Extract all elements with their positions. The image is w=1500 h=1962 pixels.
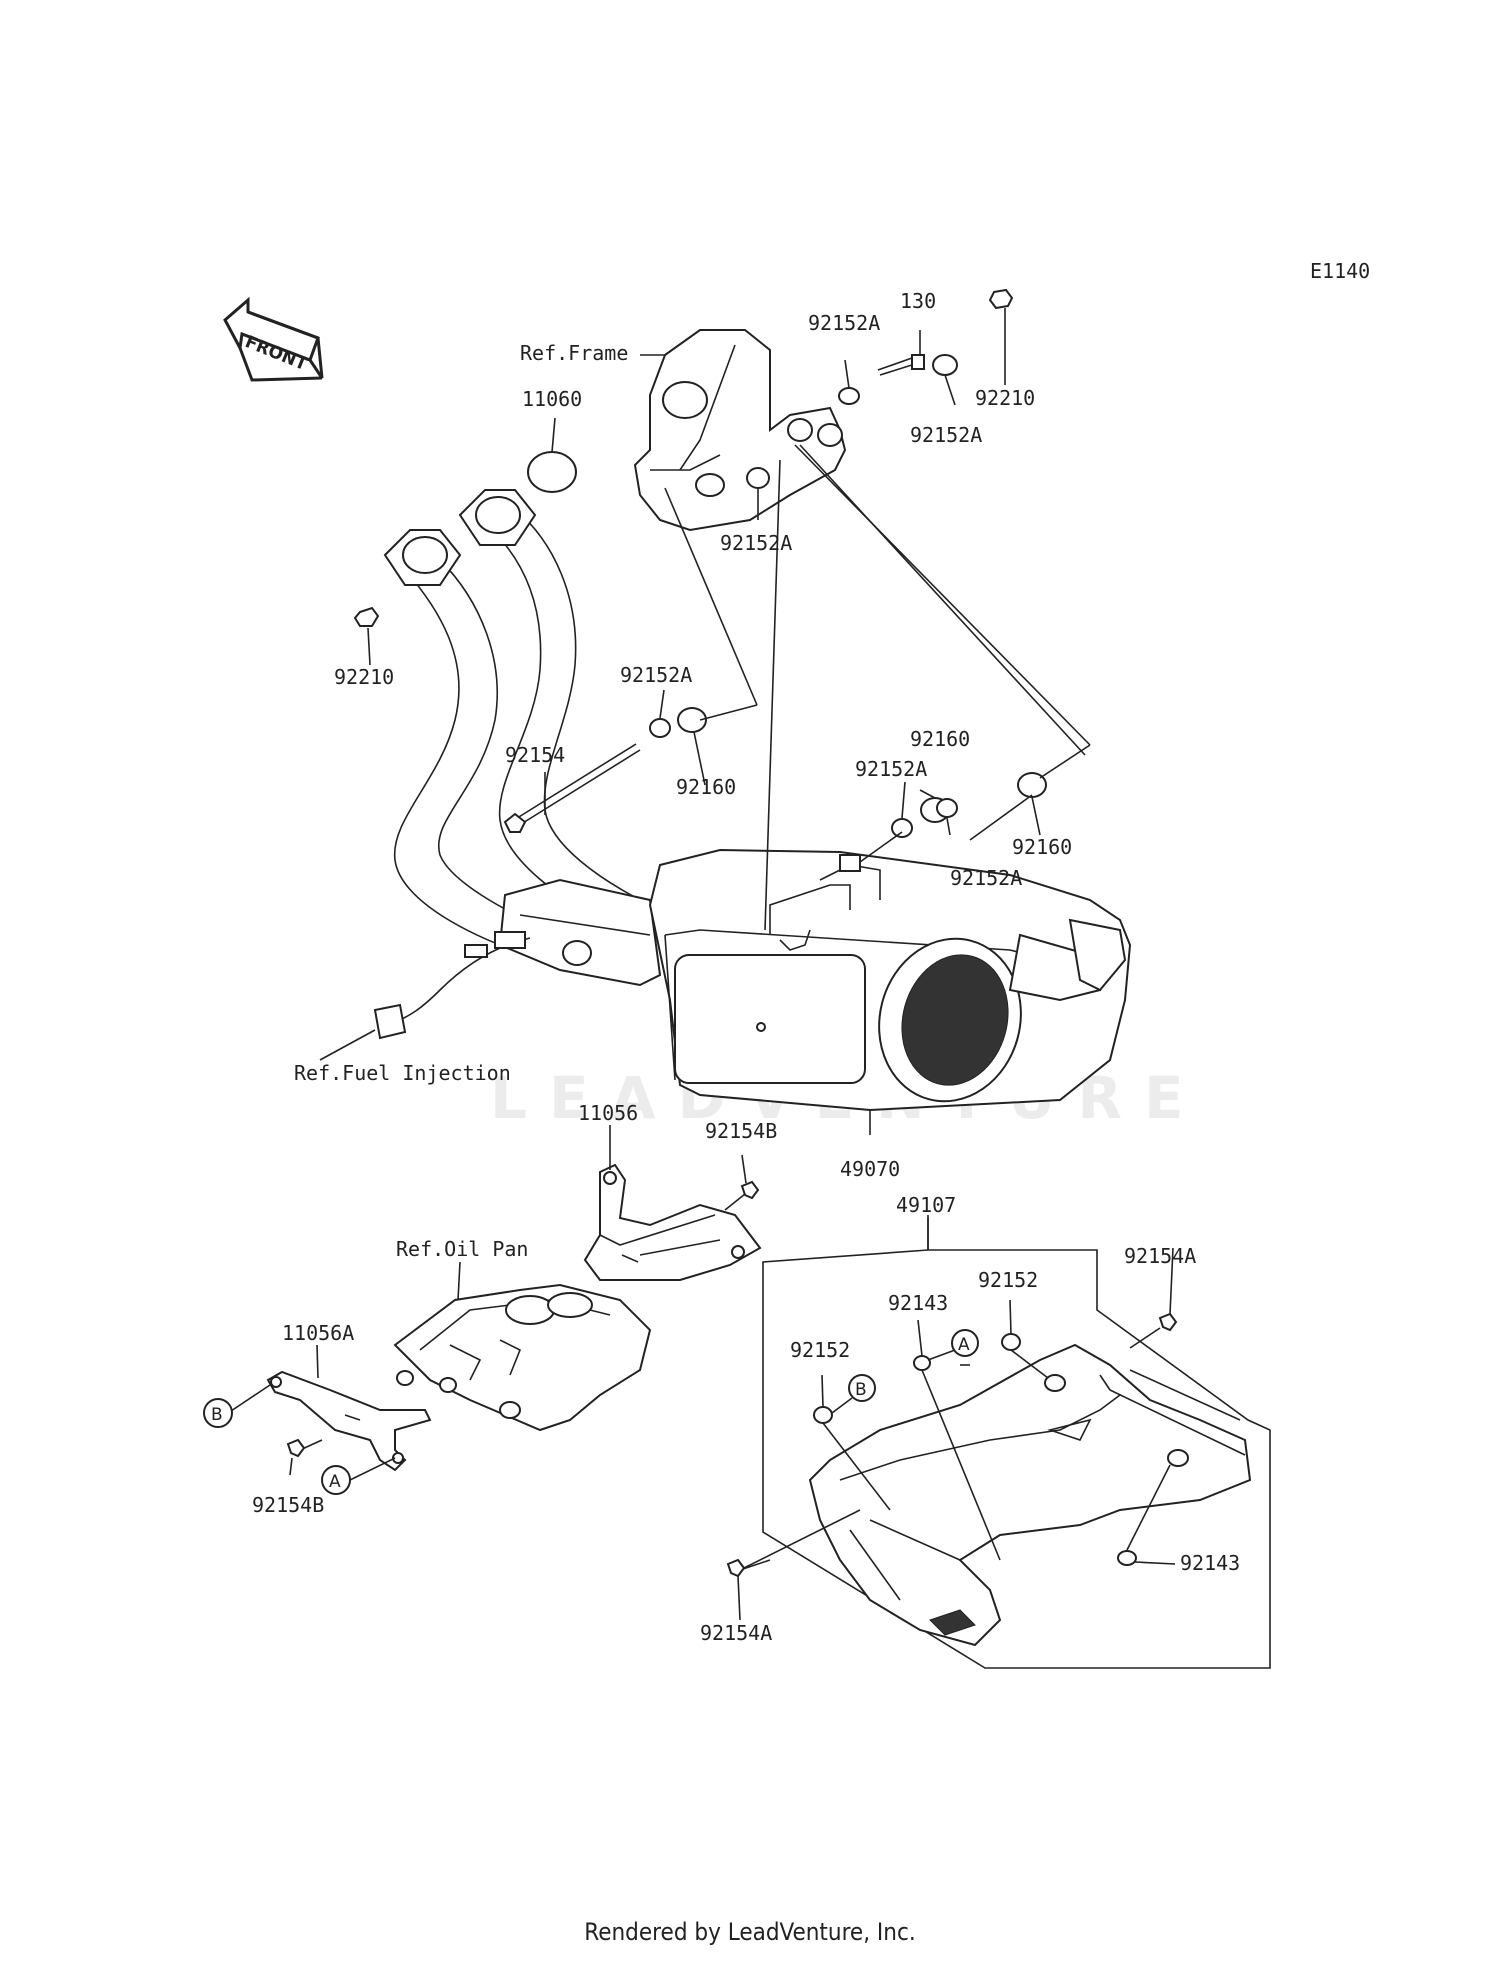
part-label-11060: 11060 (522, 387, 582, 411)
gasket-11060 (527, 451, 577, 493)
screw-92154A-top (1129, 1312, 1178, 1349)
part-label-92154A-bottom: 92154A (700, 1621, 772, 1645)
part-label-11056A: 11056A (282, 1321, 354, 1345)
ref-frame-label: Ref.Frame (520, 341, 628, 365)
leader-lines-lower-left (227, 1125, 747, 1481)
washer-92152A-a (649, 718, 671, 738)
oxygen-sensor (373, 931, 531, 1040)
frame-bracket (633, 329, 847, 532)
washer-92152A-top (838, 387, 860, 405)
part-label-92152A-right: 92152A (910, 423, 982, 447)
undercowl-49107-box (762, 1218, 1271, 1669)
exhaust-header-pipes (383, 489, 662, 987)
ref-oil-pan-label: Ref.Oil Pan (396, 1237, 528, 1261)
callout-B-upper: B (848, 1374, 876, 1402)
footer-credit: Rendered by LeadVenture, Inc. (584, 1918, 916, 1946)
part-label-92143-a: 92143 (888, 1291, 948, 1315)
nut-92210-top (988, 288, 1014, 310)
screw-92154B-bottom (286, 1438, 323, 1458)
svg-text:B: B (211, 1405, 223, 1425)
screw-92154B-top (724, 1180, 760, 1211)
part-label-92160-a: 92160 (676, 775, 736, 799)
screw-92154A-bottom (726, 1558, 771, 1578)
part-label-92152A-top: 92152A (808, 311, 880, 335)
washer-92152A-right (932, 354, 958, 376)
leader-lines-top (319, 308, 1091, 1135)
part-label-92154B-bottom: 92154B (252, 1493, 324, 1517)
part-label-92154: 92154 (505, 743, 565, 767)
washer-92152A-c (936, 798, 958, 818)
callout-B-lower: B (203, 1398, 233, 1428)
part-label-92154B-top: 92154B (705, 1119, 777, 1143)
bracket-11056 (583, 1163, 762, 1281)
part-label-49107: 49107 (896, 1193, 956, 1217)
part-label-92152-b: 92152 (978, 1268, 1038, 1292)
callout-A-lower: A (321, 1465, 351, 1495)
nut-92210-left (353, 606, 380, 627)
part-label-92152A-mid: 92152A (720, 531, 792, 555)
svg-text:B: B (855, 1380, 867, 1400)
part-label-92160-c: 92160 (1012, 835, 1072, 859)
washer-92152A-b (891, 818, 913, 838)
undercowl-49107 (808, 1343, 1252, 1647)
nut-92152-b (1001, 1333, 1021, 1351)
svg-text:A: A (958, 1335, 970, 1355)
callout-A-upper: A (951, 1329, 979, 1357)
part-label-92154A-top: 92154A (1124, 1244, 1196, 1268)
part-label-92210-left: 92210 (334, 665, 394, 689)
svg-text:A: A (329, 1472, 341, 1492)
part-label-49070: 49070 (840, 1157, 900, 1181)
part-label-92143-b: 92143 (1180, 1551, 1240, 1575)
diagram-code: E1140 (1310, 259, 1370, 283)
oil-pan (393, 1283, 652, 1432)
part-label-11056: 11056 (578, 1101, 638, 1125)
grommet-92143-b (1117, 1550, 1137, 1566)
bolt-92154 (503, 743, 641, 833)
part-label-130: 130 (900, 289, 936, 313)
part-label-92160-b: 92160 (910, 727, 970, 751)
bracket-11056A (266, 1370, 432, 1472)
bolt-130 (877, 354, 925, 376)
washer-92152A-mid (746, 467, 770, 489)
ref-fuel-injection-label: Ref.Fuel Injection (294, 1061, 511, 1085)
damper-92160-a (677, 707, 707, 733)
leader-lines-lower-right (737, 1215, 1241, 1621)
part-label-92210-top: 92210 (975, 386, 1035, 410)
part-label-92152A-b: 92152A (855, 757, 927, 781)
muffler-49070 (648, 848, 1132, 1112)
part-label-92152A-a: 92152A (620, 663, 692, 687)
grommet-92143-a (913, 1355, 931, 1371)
front-arrow-icon: FRONT (223, 296, 324, 382)
nut-92152-a (813, 1406, 833, 1424)
part-label-92152-a: 92152 (790, 1338, 850, 1362)
part-label-92152A-c: 92152A (950, 866, 1022, 890)
